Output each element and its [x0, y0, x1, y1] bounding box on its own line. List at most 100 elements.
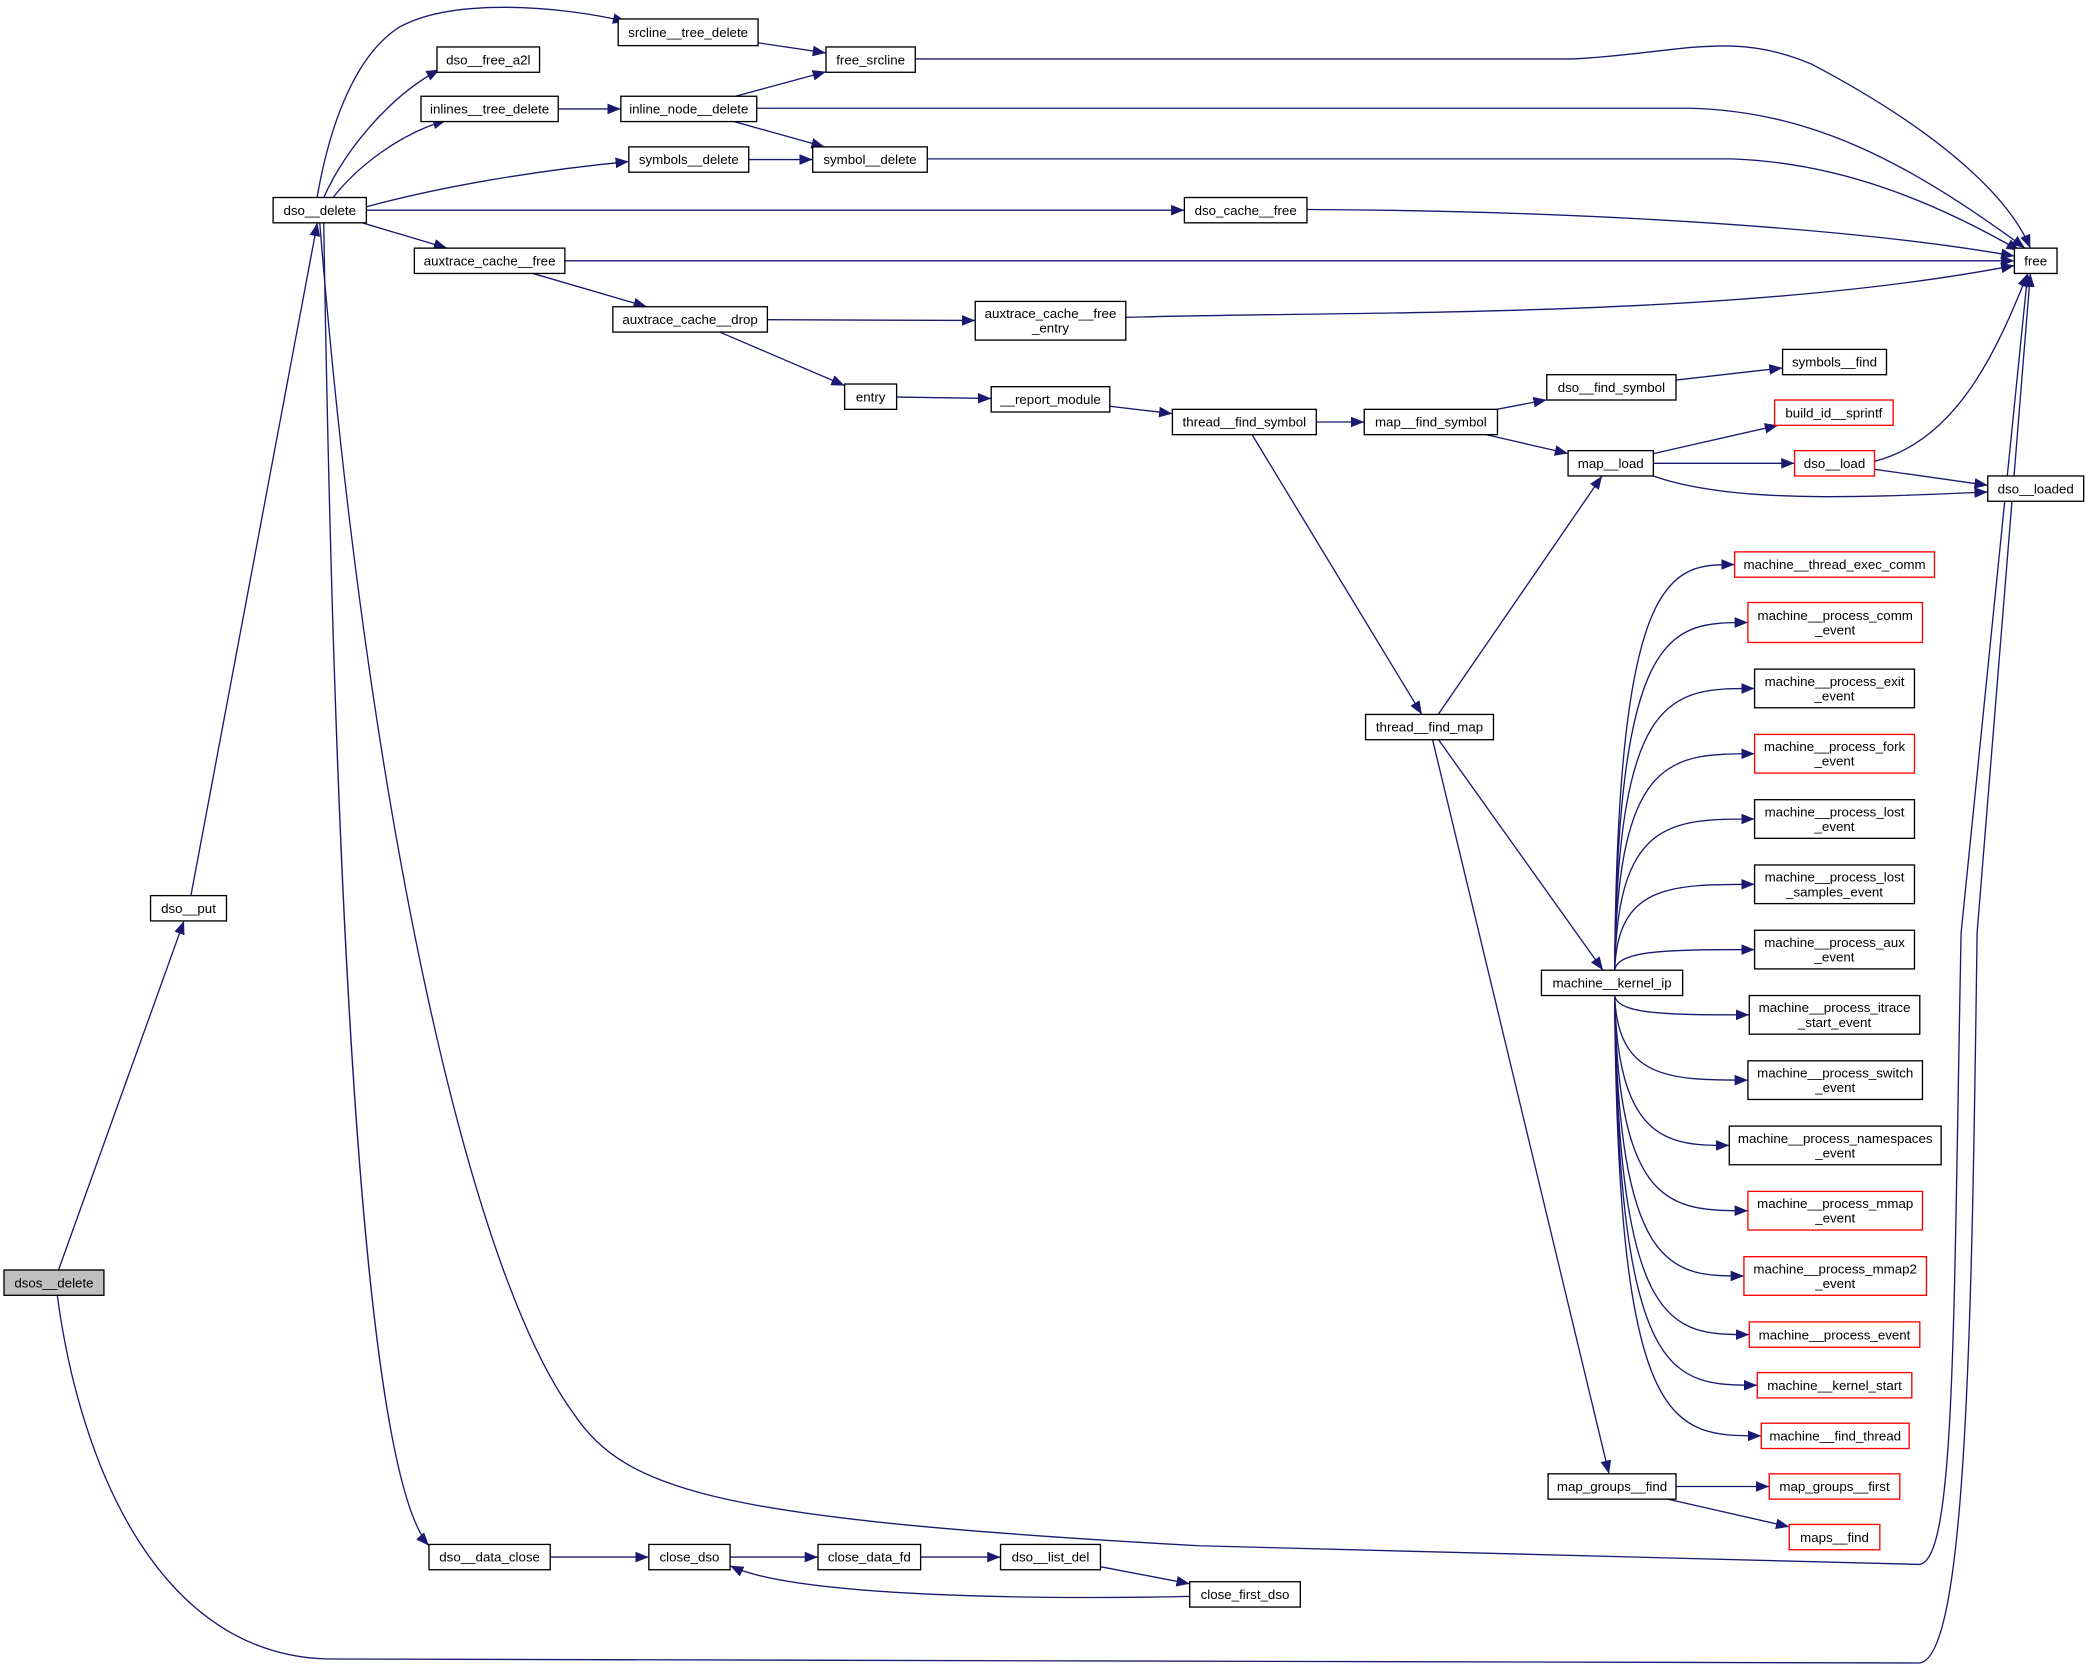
node-box[interactable]	[825, 46, 916, 73]
node-box[interactable]	[1171, 408, 1317, 436]
node-box[interactable]	[1753, 733, 1916, 774]
node-box[interactable]	[1540, 969, 1684, 997]
node-machine__process_mmap_event[interactable]: machine__process_mmap_event	[1747, 1190, 1924, 1231]
node-auxtrace_cache__drop[interactable]: auxtrace_cache__drop	[612, 306, 769, 333]
node-box[interactable]	[1567, 449, 1655, 477]
node-map_groups__first[interactable]: map_groups__first	[1768, 1473, 1901, 1500]
node-dso__loaded[interactable]: dso__loaded	[1987, 475, 2085, 502]
node-dso__put[interactable]: dso__put	[149, 894, 228, 922]
node-box[interactable]	[1987, 475, 2085, 502]
node-inline_node__delete[interactable]: inline_node__delete	[620, 95, 758, 123]
node-box[interactable]	[1753, 799, 1916, 839]
node-dso__find_symbol[interactable]: dso__find_symbol	[1546, 374, 1677, 401]
node-symbols__delete[interactable]: symbols__delete	[628, 146, 750, 173]
node-box[interactable]	[612, 306, 769, 333]
node-machine__process_fork_event[interactable]: machine__process_fork_event	[1753, 733, 1916, 774]
node-box[interactable]	[1747, 1060, 1924, 1101]
node-map__load[interactable]: map__load	[1567, 449, 1655, 477]
node-box[interactable]	[1748, 1321, 1921, 1348]
node-box[interactable]	[974, 300, 1127, 341]
node-dso__data_close[interactable]: dso__data_close	[428, 1543, 551, 1571]
node-thread__find_symbol[interactable]: thread__find_symbol	[1171, 408, 1317, 436]
node-box[interactable]	[1546, 374, 1677, 401]
node-machine__kernel_start[interactable]: machine__kernel_start	[1756, 1371, 1913, 1399]
node-map_groups__find[interactable]: map_groups__find	[1547, 1473, 1677, 1500]
node-box[interactable]	[1733, 551, 1936, 578]
node-box[interactable]	[843, 383, 898, 411]
node-machine__process_event[interactable]: machine__process_event	[1748, 1321, 1921, 1348]
node-box[interactable]	[420, 95, 559, 123]
node-map__find_symbol[interactable]: map__find_symbol	[1363, 408, 1499, 436]
node-symbols__find[interactable]: symbols__find	[1781, 348, 1888, 376]
node-__report_module[interactable]: __report_module	[990, 386, 1111, 413]
node-srcline__tree_delete[interactable]: srcline__tree_delete	[617, 18, 759, 47]
node-close_dso[interactable]: close_dso	[648, 1543, 731, 1571]
node-dso__list_del[interactable]: dso__list_del	[999, 1543, 1102, 1571]
node-box[interactable]	[648, 1543, 731, 1571]
node-symbol__delete[interactable]: symbol__delete	[812, 146, 928, 173]
node-maps__find[interactable]: maps__find	[1788, 1523, 1881, 1551]
node-box[interactable]	[1781, 348, 1888, 376]
node-box[interactable]	[620, 95, 758, 123]
node-box[interactable]	[812, 146, 928, 173]
node-machine__process_lost_event[interactable]: machine__process_lost_event	[1753, 799, 1916, 839]
node-box[interactable]	[1728, 1125, 1942, 1166]
node-machine__process_namespaces_event[interactable]: machine__process_namespaces_event	[1728, 1125, 1942, 1166]
node-box[interactable]	[999, 1543, 1102, 1571]
node-box[interactable]	[413, 247, 566, 275]
node-machine__process_lost_samples_event[interactable]: machine__process_lost_samples_event	[1753, 864, 1916, 905]
node-box[interactable]	[1760, 1422, 1910, 1450]
node-entry[interactable]: entry	[843, 383, 898, 411]
node-machine__kernel_ip[interactable]: machine__kernel_ip	[1540, 969, 1684, 997]
node-auxtrace_cache__free_entry[interactable]: auxtrace_cache__free_entry	[974, 300, 1127, 341]
node-box[interactable]	[2013, 247, 2058, 275]
node-box[interactable]	[1547, 1473, 1677, 1500]
node-box[interactable]	[1747, 1190, 1924, 1231]
node-box[interactable]	[628, 146, 750, 173]
node-close_data_fd[interactable]: close_data_fd	[817, 1543, 922, 1571]
node-box[interactable]	[1756, 1371, 1913, 1399]
node-auxtrace_cache__free[interactable]: auxtrace_cache__free	[413, 247, 566, 275]
node-close_first_dso[interactable]: close_first_dso	[1189, 1581, 1301, 1608]
node-machine__find_thread[interactable]: machine__find_thread	[1760, 1422, 1910, 1450]
node-box[interactable]	[1364, 713, 1495, 741]
node-machine__process_itrace_start_event[interactable]: machine__process_itrace_start_event	[1748, 994, 1921, 1035]
node-machine__process_aux_event[interactable]: machine__process_aux_event	[1753, 929, 1916, 970]
node-dsos__delete[interactable]: dsos__delete	[3, 1269, 105, 1296]
node-box[interactable]	[1748, 994, 1921, 1035]
node-box[interactable]	[990, 386, 1111, 413]
node-box[interactable]	[1768, 1473, 1901, 1500]
node-box[interactable]	[1788, 1523, 1881, 1551]
node-free_srcline[interactable]: free_srcline	[825, 46, 916, 73]
node-box[interactable]	[617, 18, 759, 47]
node-dso__delete[interactable]: dso__delete	[272, 196, 368, 224]
node-machine__process_mmap2_event[interactable]: machine__process_mmap2_event	[1743, 1255, 1928, 1296]
node-box[interactable]	[1747, 601, 1924, 644]
node-box[interactable]	[1183, 196, 1308, 224]
node-box[interactable]	[3, 1269, 105, 1296]
node-inlines__tree_delete[interactable]: inlines__tree_delete	[420, 95, 559, 123]
node-box[interactable]	[1753, 864, 1916, 905]
node-thread__find_map[interactable]: thread__find_map	[1364, 713, 1495, 741]
node-machine__thread_exec_comm[interactable]: machine__thread_exec_comm	[1733, 551, 1936, 578]
node-machine__process_switch_event[interactable]: machine__process_switch_event	[1747, 1060, 1924, 1101]
node-build_id__sprintf[interactable]: build_id__sprintf	[1773, 399, 1894, 426]
node-box[interactable]	[1363, 408, 1499, 436]
node-box[interactable]	[428, 1543, 551, 1571]
node-machine__process_exit_event[interactable]: machine__process_exit_event	[1753, 668, 1916, 709]
node-box[interactable]	[1753, 668, 1916, 709]
node-box[interactable]	[1793, 449, 1876, 477]
node-box[interactable]	[1743, 1255, 1928, 1296]
node-box[interactable]	[817, 1543, 922, 1571]
node-dso_cache__free[interactable]: dso_cache__free	[1183, 196, 1308, 224]
node-machine__process_comm_event[interactable]: machine__process_comm_event	[1747, 601, 1924, 644]
node-dso__load[interactable]: dso__load	[1793, 449, 1876, 477]
node-box[interactable]	[1773, 399, 1894, 426]
node-box[interactable]	[1189, 1581, 1301, 1608]
node-box[interactable]	[149, 894, 228, 922]
node-dso__free_a2l[interactable]: dso__free_a2l	[436, 46, 541, 73]
node-box[interactable]	[436, 46, 541, 73]
node-free[interactable]: free	[2013, 247, 2058, 275]
node-box[interactable]	[1753, 929, 1916, 970]
node-box[interactable]	[272, 196, 368, 224]
